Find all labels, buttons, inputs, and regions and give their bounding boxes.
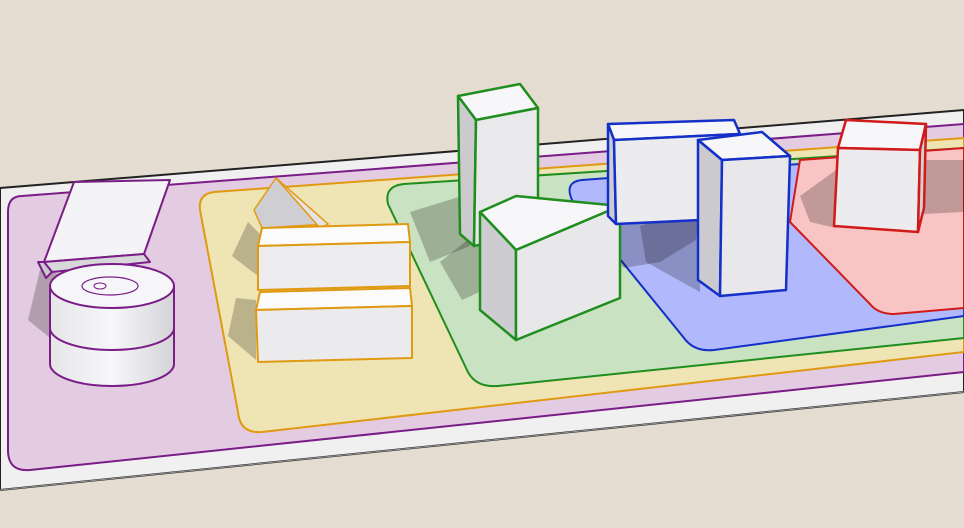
purple-cylinder [49, 263, 175, 387]
yellow-box-lower [255, 287, 413, 363]
yellow-box-upper [257, 223, 411, 291]
purple-tilted-slab [37, 179, 171, 279]
red-cube [832, 118, 928, 234]
blue-tower [696, 130, 792, 298]
green-wedge-block [478, 194, 622, 342]
